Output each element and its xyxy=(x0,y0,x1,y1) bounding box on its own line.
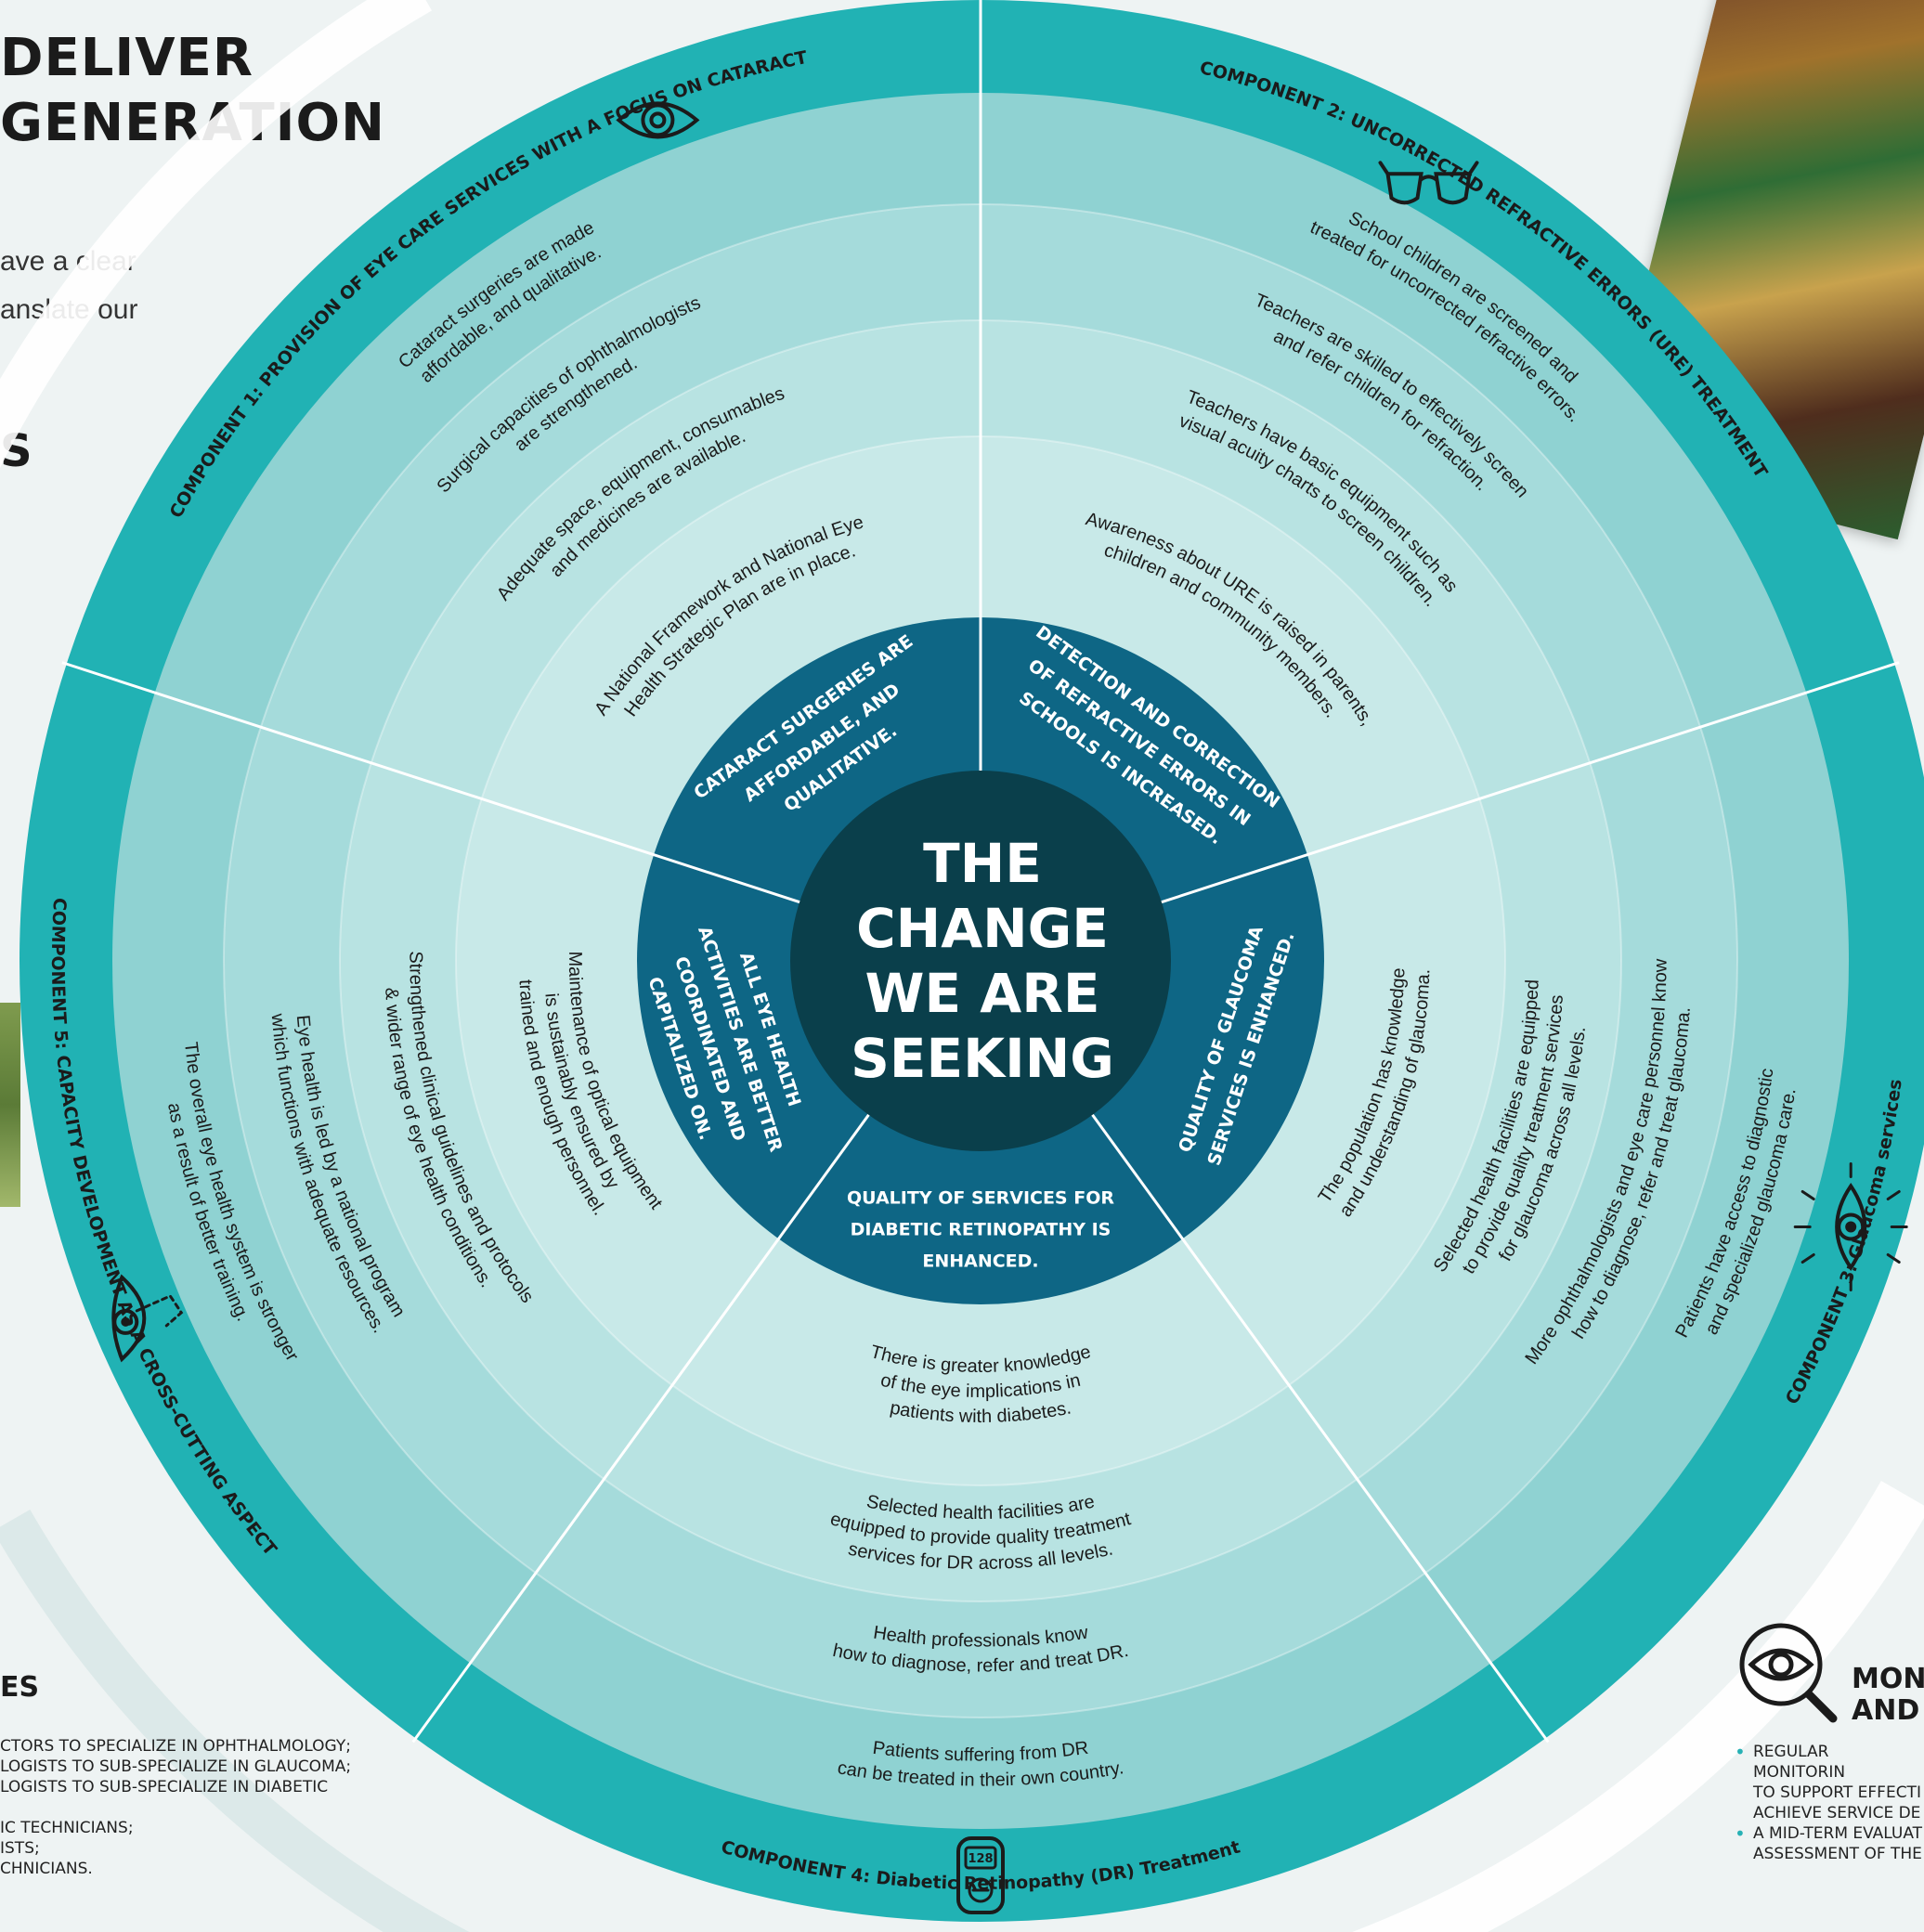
center-circle: THE CHANGE WE ARE SEEKING xyxy=(790,771,1171,1151)
svg-text:DIABETIC RETINOPATHY IS: DIABETIC RETINOPATHY IS xyxy=(851,1220,1112,1240)
monitoring-heading-line-2: AND xyxy=(1852,1694,1920,1727)
activity-item: LOGISTS TO SUB-SPECIALIZE IN GLAUCOMA; xyxy=(0,1757,352,1776)
activity-item: ISTS; xyxy=(0,1839,40,1858)
monitoring-item-line: TO SUPPORT EFFECTI xyxy=(1753,1783,1921,1802)
activity-item: LOGISTS TO SUB-SPECIALIZE IN DIABETIC xyxy=(0,1778,329,1796)
activities-list: CTORS TO SPECIALIZE IN OPHTHALMOLOGY; LO… xyxy=(0,1736,351,1879)
monitoring-item-line: ACHIEVE SERVICE DE xyxy=(1753,1804,1921,1822)
glucose-meter-icon: 128 xyxy=(956,1836,1005,1914)
magnifier-eye-icon xyxy=(1739,1623,1838,1723)
center-title-line-1: THE xyxy=(923,832,1042,895)
glasses-icon xyxy=(1378,161,1479,205)
activity-item: CHNICIANS. xyxy=(0,1860,93,1878)
center-title-line-2: CHANGE xyxy=(856,897,1109,960)
activity-item: CTORS TO SPECIALIZE IN OPHTHALMOLOGY; xyxy=(0,1737,351,1756)
monitoring-item-line: ASSESSMENT OF THE xyxy=(1753,1845,1922,1863)
activity-item: IC TECHNICIANS; xyxy=(0,1819,134,1837)
center-title-line-4: SEEKING xyxy=(851,1027,1114,1090)
eye-alert-icon xyxy=(1793,1162,1908,1291)
monitoring-item-line: REGULAR MONITORIN xyxy=(1753,1743,1846,1782)
monitoring-heading-line-1: MON xyxy=(1852,1663,1924,1695)
monitoring-list: REGULAR MONITORIN TO SUPPORT EFFECTI ACH… xyxy=(1735,1742,1924,1864)
activity-item xyxy=(0,1797,351,1818)
svg-text:ENHANCED.: ENHANCED. xyxy=(922,1251,1038,1272)
eye-profile-icon xyxy=(111,1274,184,1363)
svg-text:QUALITY OF SERVICES FOR: QUALITY OF SERVICES FOR xyxy=(847,1188,1114,1209)
eye-icon xyxy=(616,101,700,139)
monitoring-item: REGULAR MONITORIN TO SUPPORT EFFECTI ACH… xyxy=(1735,1742,1924,1823)
monitoring-item-line: A MID-TERM EVALUAT xyxy=(1753,1824,1923,1843)
page-heading-line-1: DELIVER xyxy=(0,28,254,88)
svg-text:128: 128 xyxy=(968,1852,993,1866)
monitoring-heading: MON AND xyxy=(1852,1664,1924,1727)
monitoring-item: A MID-TERM EVALUAT ASSESSMENT OF THE xyxy=(1735,1823,1924,1864)
center-title-line-3: WE ARE xyxy=(865,962,1100,1025)
wheel-rings xyxy=(20,0,1924,1922)
map-fragment xyxy=(0,1003,20,1207)
sector-dividers xyxy=(61,0,1900,1744)
activities-heading: ES xyxy=(0,1671,40,1704)
component-icons: 128 xyxy=(111,101,1908,1914)
outcome-4: QUALITY OF SERVICES FOR DIABETIC RETINOPA… xyxy=(847,1188,1114,1272)
